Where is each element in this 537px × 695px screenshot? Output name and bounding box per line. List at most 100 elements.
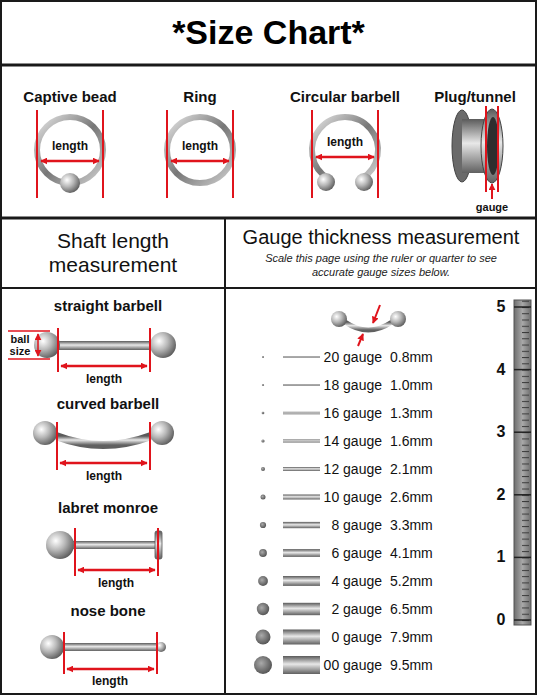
gauge-samples xyxy=(254,356,272,674)
gauge-bars-rect xyxy=(283,467,320,471)
ruler-g-line xyxy=(514,557,531,559)
gauge-icon-circle xyxy=(390,311,406,327)
gauge-bars-rect xyxy=(283,495,320,500)
ruler-number: 2 xyxy=(497,486,506,504)
gauge-label: 18 gauge xyxy=(324,377,382,393)
curved-barbell xyxy=(33,421,174,470)
circular-barbell-circle xyxy=(355,173,373,191)
curved-barbell-line xyxy=(149,422,151,470)
captive-bead-ring-line xyxy=(36,110,38,198)
curved-barbell-circle xyxy=(150,421,174,445)
labret-monroe-line xyxy=(157,528,159,576)
mm-label: 0.8mm xyxy=(390,349,433,365)
straight-barbell-line xyxy=(57,328,59,372)
gauge-label: 8 gauge xyxy=(331,517,382,533)
ruler xyxy=(514,300,531,625)
jewelry-name: Plug/tunnel xyxy=(434,88,516,105)
curved-barbell-line xyxy=(60,462,147,465)
plain-ring xyxy=(167,110,233,198)
gauge-bars-rect xyxy=(283,576,320,586)
gauge-label: 0 gauge xyxy=(331,629,382,645)
circular-barbell-circle xyxy=(317,173,335,191)
captive-bead-ring-circle xyxy=(60,173,80,193)
plug-tunnel-line xyxy=(491,184,493,199)
nose-bone-rect xyxy=(63,643,158,651)
gauge-label: 14 gauge xyxy=(324,433,382,449)
captive-bead-ring-line xyxy=(102,110,104,198)
nose-bone-line xyxy=(156,632,158,674)
gauge-icon-circle xyxy=(331,311,347,327)
jewelry-name: nose bone xyxy=(70,602,145,619)
straight-barbell-line xyxy=(8,330,50,332)
straight-barbell-rect xyxy=(58,341,151,350)
ruler-number: 3 xyxy=(497,423,506,441)
straight-barbell-line xyxy=(149,328,151,372)
plug-tunnel-line xyxy=(497,106,499,192)
dimension-label: ball size xyxy=(6,333,34,357)
straight-barbell xyxy=(8,328,176,372)
mm-label: 5.2mm xyxy=(390,573,433,589)
mm-label: 2.1mm xyxy=(390,461,433,477)
gauge-icon-line xyxy=(373,305,380,323)
gauge-bars-rect xyxy=(283,603,320,615)
jewelry-name: curved barbell xyxy=(57,395,160,412)
plug-tunnel-line xyxy=(485,106,487,192)
ruler-g-line xyxy=(514,369,531,371)
dimension-label: length xyxy=(92,675,128,689)
nose-bone xyxy=(40,632,166,674)
jewelry-name: Circular barbell xyxy=(290,88,400,105)
gauge-label: 6 gauge xyxy=(331,545,382,561)
gauge-bars-rect xyxy=(283,549,320,557)
ruler-number: 1 xyxy=(497,548,506,566)
dimension-label: length xyxy=(86,470,122,484)
header-text: Shaft length measurement xyxy=(7,229,219,277)
gauge-samples-circle xyxy=(262,356,264,358)
dimension-label: length xyxy=(50,140,90,154)
gauge-bars-rect xyxy=(283,522,320,528)
circular-barbell-line xyxy=(377,110,379,198)
circular-barbell-path xyxy=(312,117,378,179)
straight-barbell-circle xyxy=(150,332,176,358)
gauge-label: 4 gauge xyxy=(331,573,382,589)
dimension-label: length xyxy=(98,577,134,591)
captive-bead-ring xyxy=(37,110,103,198)
note-text: Scale this page using the ruler or quart… xyxy=(246,252,516,280)
circular-barbell-line xyxy=(316,156,374,159)
plain-ring-line xyxy=(171,160,229,163)
gauge-label: 10 gauge xyxy=(324,489,382,505)
jewelry-name: straight barbell xyxy=(54,297,162,314)
gauge-samples-circle xyxy=(262,412,265,415)
jewelry-name: Captive bead xyxy=(23,88,116,105)
gauge-samples-circle xyxy=(257,603,269,615)
mm-label: 2.6mm xyxy=(390,489,433,505)
gauge-bars-rect xyxy=(283,356,320,358)
gauge-samples-circle xyxy=(259,549,267,557)
circular-barbell-line xyxy=(311,110,313,198)
ruler-g xyxy=(514,307,531,620)
labret-monroe xyxy=(46,528,162,576)
straight-barbell-line xyxy=(61,365,147,368)
gauge-samples-circle xyxy=(262,384,264,386)
straight-barbell-line xyxy=(37,334,39,356)
frame-lines-line xyxy=(0,64,537,67)
labret-monroe-line xyxy=(74,528,76,576)
gauge-samples-circle xyxy=(254,656,272,674)
dimension-label: length xyxy=(180,140,220,154)
jewelry-name: Ring xyxy=(183,88,216,105)
circular-barbell xyxy=(312,110,378,198)
gauge-bars-rect xyxy=(283,384,320,386)
mm-label: 1.6mm xyxy=(390,433,433,449)
ruler-g-line xyxy=(514,494,531,496)
ruler-number: 4 xyxy=(497,360,506,378)
ruler-number: 0 xyxy=(497,611,506,629)
gauge-label: 20 gauge xyxy=(324,349,382,365)
mm-label: 1.3mm xyxy=(390,405,433,421)
labret-monroe-line xyxy=(78,569,155,572)
curved-barbell-circle xyxy=(33,421,57,445)
plug-tunnel-ellipse xyxy=(481,109,503,183)
gauge-samples-circle xyxy=(261,439,264,442)
ruler-g-line xyxy=(514,619,531,621)
curved-barbell-line xyxy=(56,422,58,470)
